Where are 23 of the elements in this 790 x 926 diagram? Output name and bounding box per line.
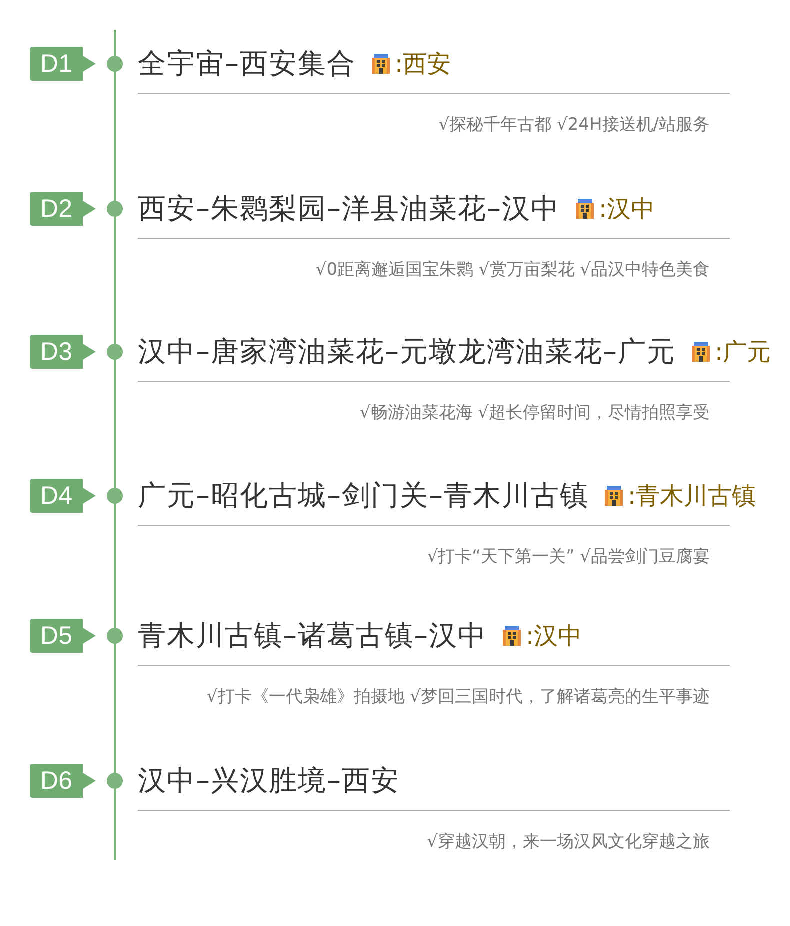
day-route-title: 全宇宙–西安集合 <box>138 47 356 81</box>
highlights-text: √0距离邂逅国宝朱鹮 √赏万亩梨花 √品汉中特色美食 <box>316 259 710 282</box>
hotel-location: :青木川古镇 <box>628 482 756 510</box>
hotel-location: :西安 <box>395 50 452 78</box>
day-badge: D6 <box>30 764 96 798</box>
day-badge: D4 <box>30 479 96 513</box>
day-route-title: 汉中–兴汉胜境–西安 <box>138 764 400 798</box>
highlights-text: √打卡“天下第一关” √品尝剑门豆腐宴 <box>427 546 710 568</box>
highlights-text: √打卡《一代枭雄》拍摄地 √梦回三国时代，了解诸葛亮的生平事迹 <box>206 686 710 708</box>
hotel-location: :汉中 <box>599 194 656 224</box>
day-badge: D2 <box>30 192 96 226</box>
day-badge: D3 <box>30 335 96 369</box>
day-badge: D1 <box>30 47 96 81</box>
highlights-text: √穿越汉朝，来一场汉风文化穿越之旅 <box>427 831 710 854</box>
day-route-title: 广元–昭化古城–剑门关–青木川古镇 <box>138 479 589 513</box>
highlights-text: √探秘千年古都 √24H接送机/站服务 <box>438 114 710 136</box>
hotel-location: :广元 <box>715 338 772 366</box>
day-badge: D5 <box>30 619 96 653</box>
highlights-text: √畅游油菜花海 √超长停留时间，尽情拍照享受 <box>360 402 710 424</box>
hotel-location: :汉中 <box>526 622 582 650</box>
day-route-title: 汉中–唐家湾油菜花–元墩龙湾油菜花–广元 <box>138 335 676 369</box>
day-route-title: 青木川古镇–诸葛古镇–汉中 <box>138 619 487 653</box>
day-route-title: 西安–朱鹮梨园–洋县油菜花–汉中 <box>138 192 560 226</box>
